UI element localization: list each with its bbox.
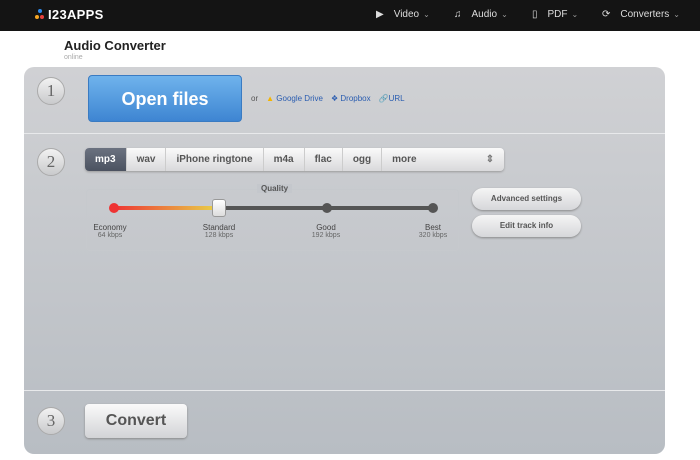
step-number: 2 (37, 148, 65, 176)
format-more-select[interactable]: more ⇕ (382, 148, 504, 171)
file-icon: ▯ (532, 9, 538, 20)
page-title: Audio Converter (64, 38, 166, 53)
nav-label: Video (393, 9, 420, 20)
level-name: Standard (202, 223, 236, 232)
format-tabs: mp3 wav iPhone ringtone m4a flac ogg mor… (85, 148, 505, 171)
refresh-icon: ⟳ (602, 9, 611, 20)
level-name: Economy (93, 223, 127, 232)
quality-slider[interactable] (109, 199, 438, 217)
or-text: or (251, 94, 259, 103)
music-icon: ♫ (454, 9, 462, 20)
logo-dots-icon (35, 9, 45, 21)
chevron-down-icon: ⌄ (673, 10, 680, 19)
level-rate: 128 kbps (204, 232, 234, 239)
chevron-down-icon: ⌄ (501, 10, 508, 19)
level-rate: 192 kbps (311, 232, 341, 239)
nav-label: Converters (620, 9, 670, 20)
format-flac[interactable]: flac (305, 148, 343, 171)
step-number: 3 (37, 407, 65, 435)
format-mp3[interactable]: mp3 (85, 148, 127, 171)
google-drive-link[interactable]: ▲ Google Drive (266, 94, 323, 103)
level-name: Best (424, 223, 441, 232)
top-bar: I23APPS ▶Video⌄ ♫Audio⌄ ▯PDF⌄ ⟳Converter… (0, 0, 700, 31)
step-1: 1 Open files or ▲ Google Drive ❖ Dropbox… (24, 67, 665, 134)
link-label: URL (388, 94, 405, 103)
chevron-down-icon: ⌄ (571, 10, 579, 19)
more-label: more (392, 154, 417, 165)
link-icon: 🔗 (378, 94, 389, 103)
edit-track-info-button[interactable]: Edit track info (472, 215, 581, 237)
google-drive-icon: ▲ (266, 94, 275, 103)
slider-stop[interactable] (428, 203, 438, 213)
nav-label: Audio (471, 9, 498, 20)
nav-pdf[interactable]: ▯ PDF⌄ (532, 9, 578, 20)
quality-label: Quality (257, 184, 293, 193)
step-3: 3 Convert (24, 391, 665, 454)
advanced-settings-button[interactable]: Advanced settings (472, 188, 581, 210)
nav-audio[interactable]: ♫ Audio⌄ (454, 9, 508, 20)
format-ogg[interactable]: ogg (343, 148, 383, 171)
updown-icon: ⇕ (485, 154, 495, 165)
step-2: 2 mp3 wav iPhone ringtone m4a flac ogg m… (24, 134, 665, 391)
level-rate: 64 kbps (97, 232, 123, 239)
slider-stop[interactable] (322, 203, 332, 213)
slider-stop[interactable] (109, 203, 119, 213)
url-link[interactable]: 🔗URL (379, 94, 405, 103)
convert-button[interactable]: Convert (85, 404, 187, 438)
level-rate: 320 kbps (418, 232, 448, 239)
logo[interactable]: I23APPS (35, 7, 104, 22)
link-label: Google Drive (276, 94, 323, 103)
play-icon: ▶ (376, 9, 384, 20)
level-name: Good (316, 223, 336, 232)
page-subtitle: online (64, 54, 83, 61)
format-m4a[interactable]: m4a (264, 148, 305, 171)
slider-thumb[interactable] (212, 199, 226, 217)
link-label: Dropbox (340, 94, 371, 103)
open-files-button[interactable]: Open files (88, 75, 242, 122)
format-wav[interactable]: wav (127, 148, 167, 171)
nav-label: PDF (547, 9, 568, 20)
nav-video[interactable]: ▶ Video⌄ (376, 9, 430, 20)
converter-panel: 1 Open files or ▲ Google Drive ❖ Dropbox… (24, 67, 665, 454)
quality-fill (113, 206, 222, 210)
nav-converters[interactable]: ⟳ Converters⌄ (602, 9, 680, 20)
chevron-down-icon: ⌄ (423, 10, 430, 19)
step-number: 1 (37, 77, 65, 105)
format-iphone-ringtone[interactable]: iPhone ringtone (166, 148, 264, 171)
dropbox-link[interactable]: ❖ Dropbox (331, 94, 371, 103)
source-links: or ▲ Google Drive ❖ Dropbox 🔗URL (251, 94, 405, 103)
dropbox-icon: ❖ (330, 94, 339, 103)
logo-text: I23APPS (48, 7, 104, 22)
